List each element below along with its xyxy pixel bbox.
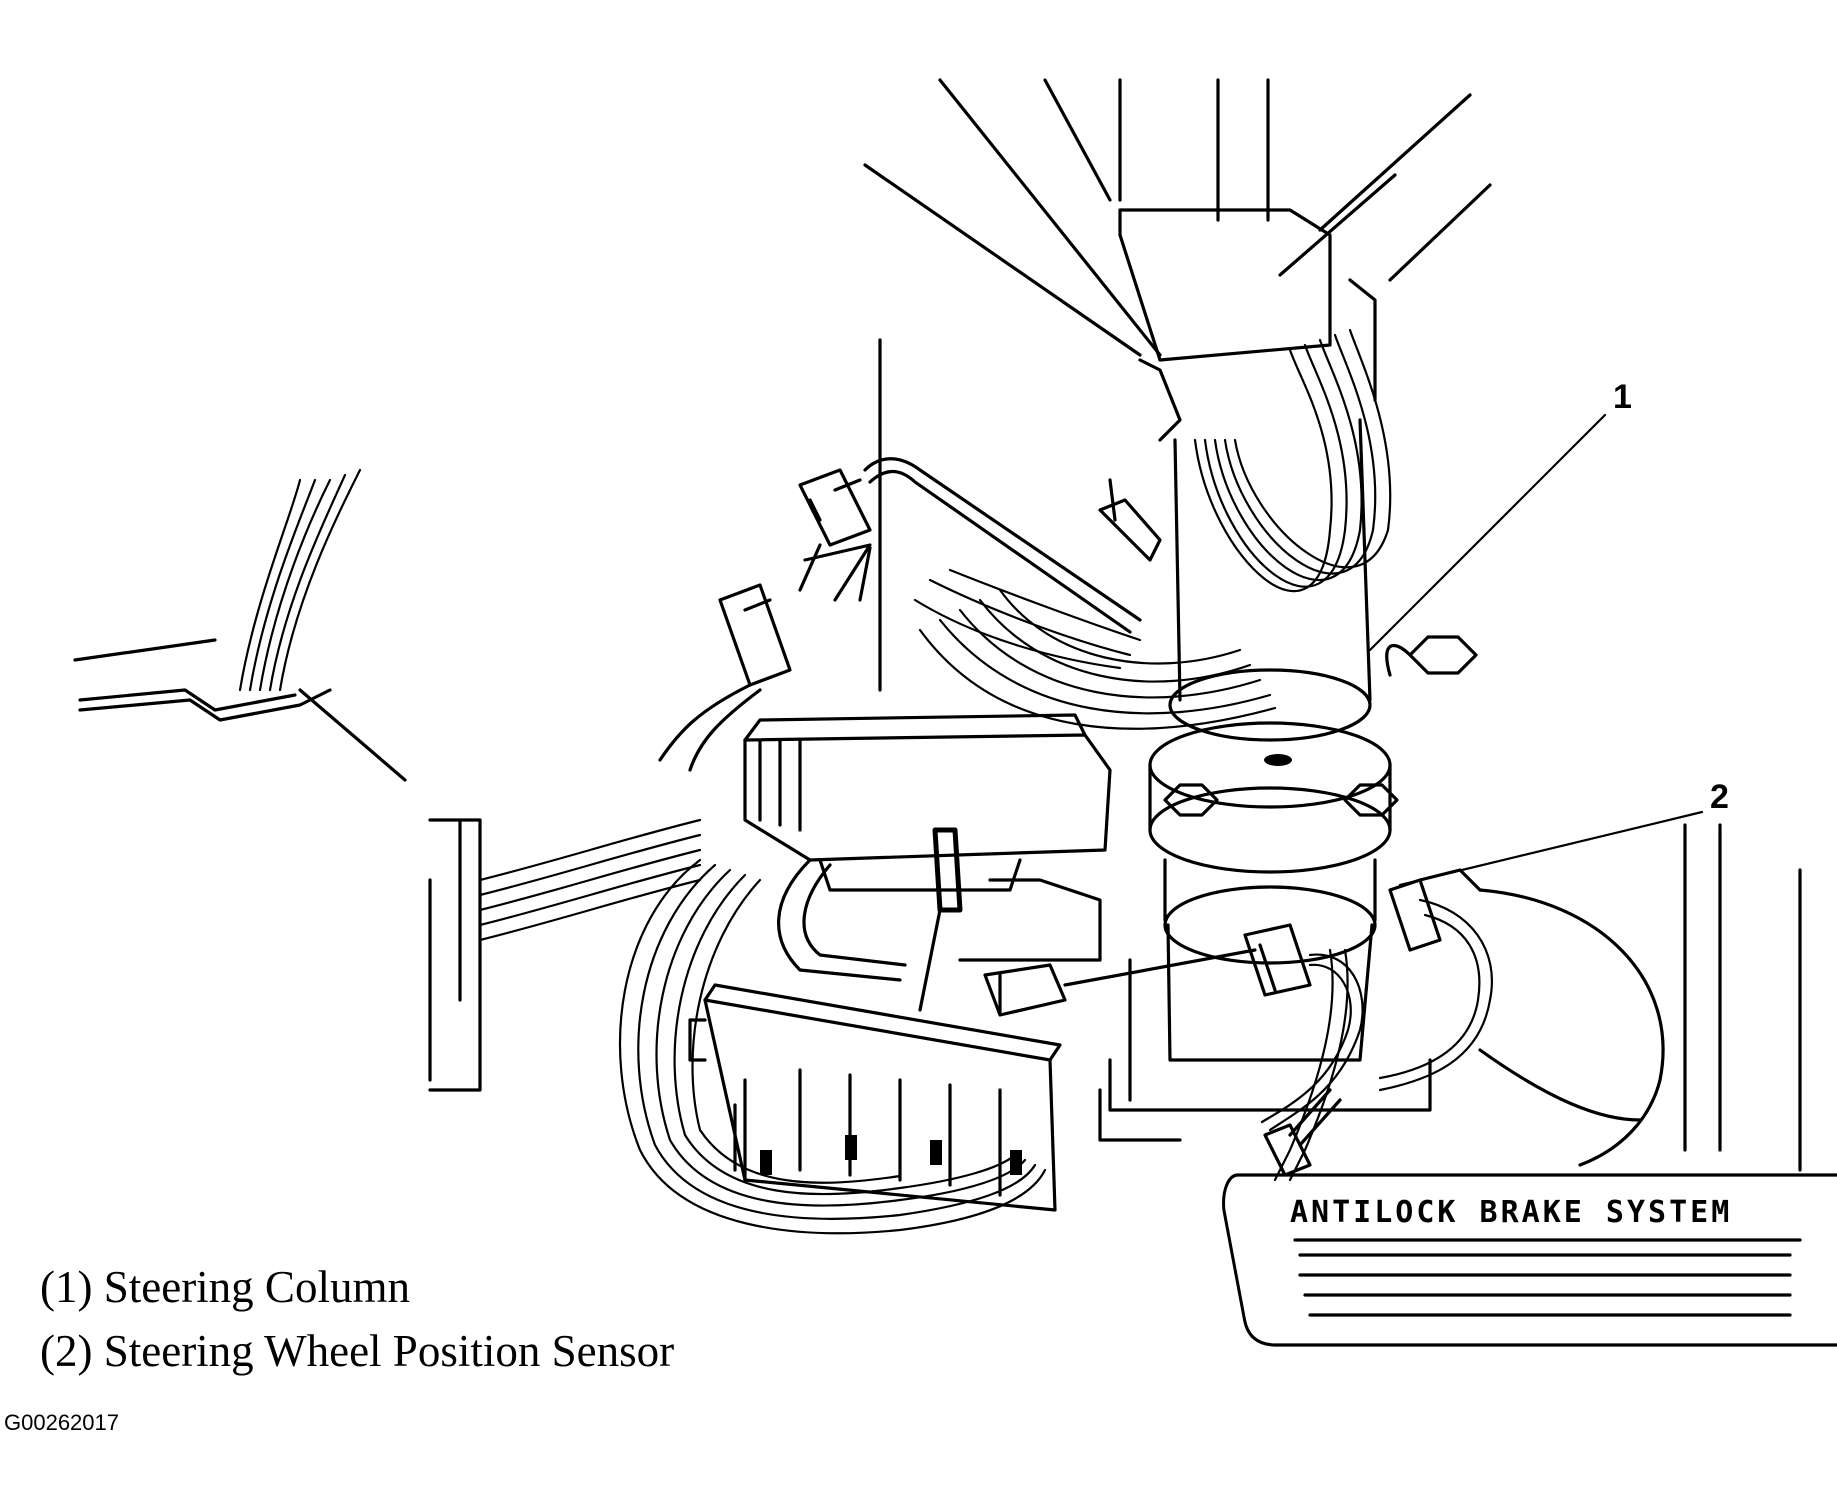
dash-housing [863, 78, 1492, 442]
plug-lower [718, 583, 792, 687]
connector-block-lower [688, 983, 1062, 1212]
steering-wheel-position-sensor [983, 878, 1493, 1182]
left-panel [73, 468, 482, 1092]
wire-bundle-lower [478, 818, 1047, 1235]
legend: (1) Steering Column (2) Steering Wheel P… [40, 1255, 674, 1383]
wire-bundle-main [913, 328, 1392, 730]
column-bolt-right [1343, 783, 1399, 817]
plug-upper [798, 468, 872, 547]
steering-column [1108, 418, 1478, 1112]
callout-2: 2 [1398, 778, 1729, 887]
column-bolt-left [1163, 783, 1219, 817]
callout-number: 2 [1710, 778, 1729, 816]
brake-pedal-pad: ANTILOCK BRAKE SYSTEM [1222, 1088, 1837, 1347]
brake-pedal-arm [1418, 823, 1802, 1172]
figure-id: G00262017 [4, 1410, 119, 1435]
connector-block-upper [743, 713, 1112, 1012]
mount-bolt [1385, 635, 1478, 677]
pedal-label: ANTILOCK BRAKE SYSTEM [1290, 1195, 1732, 1230]
callout-1: 1 [1368, 378, 1632, 652]
legend-item: (2) Steering Wheel Position Sensor [40, 1326, 675, 1376]
connector-cable [658, 338, 1142, 772]
legend-item: (1) Steering Column [40, 1262, 410, 1312]
callout-number: 1 [1613, 378, 1632, 416]
